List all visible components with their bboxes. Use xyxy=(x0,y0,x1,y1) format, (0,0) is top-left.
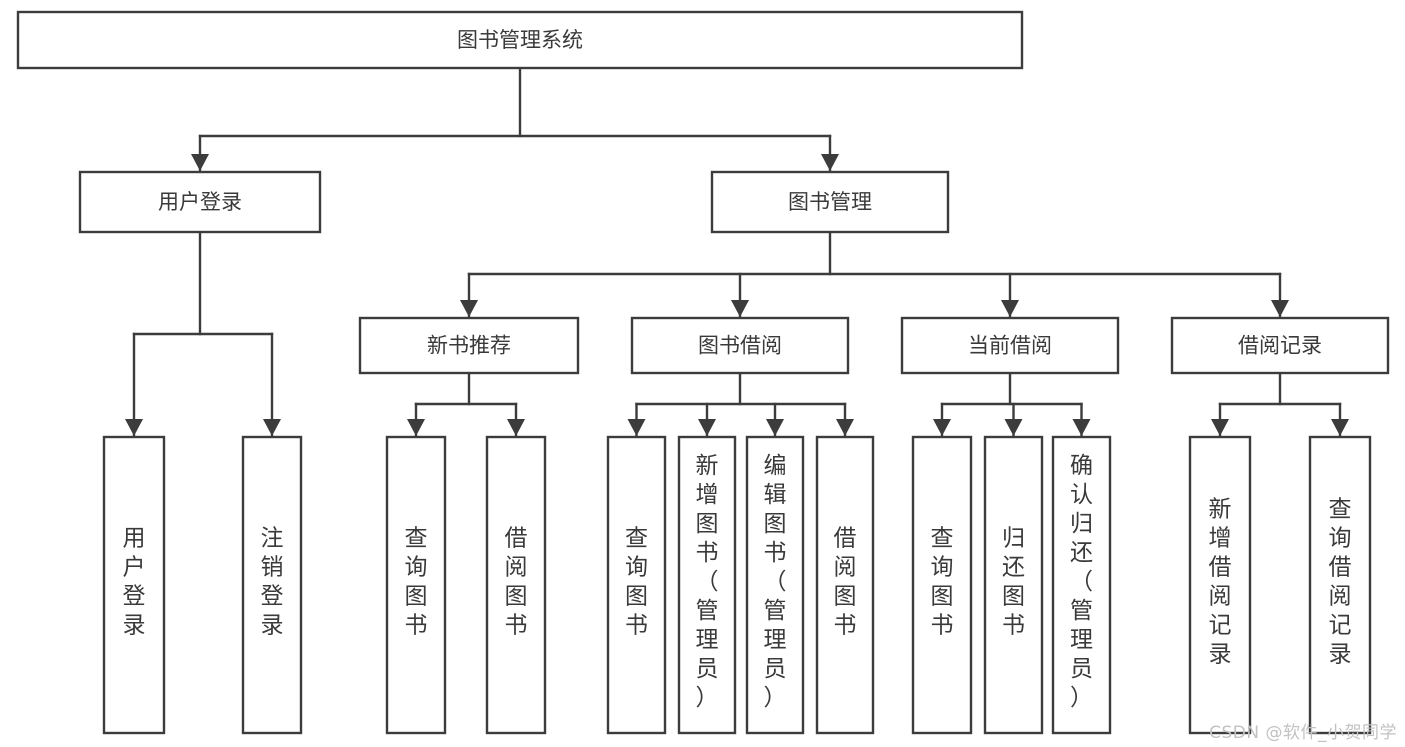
node-label: 查询图书 xyxy=(625,526,648,639)
node-leaf-user-login[interactable]: 用户登录 xyxy=(102,435,166,735)
node-box xyxy=(241,435,303,735)
connector-arrow-icon xyxy=(1211,419,1229,436)
node-box xyxy=(102,435,166,735)
node-label: 图书借阅 xyxy=(698,334,782,358)
node-box xyxy=(485,435,547,735)
node-box xyxy=(606,435,667,735)
node-box xyxy=(78,170,322,234)
connector-arrow-icon xyxy=(407,419,425,436)
node-leaf-borrow-book-1[interactable]: 借阅图书 xyxy=(485,435,547,735)
node-root[interactable]: 图书管理系统 xyxy=(16,10,1024,70)
node-leaf-logout[interactable]: 注销登录 xyxy=(241,435,303,735)
node-box xyxy=(911,435,973,735)
node-label: 借阅记录 xyxy=(1238,334,1322,358)
node-box xyxy=(983,435,1044,735)
node-box xyxy=(900,316,1120,375)
node-label: 借阅图书 xyxy=(505,526,528,639)
node-label: 查询图书 xyxy=(405,526,428,639)
node-label: 新书推荐 xyxy=(427,334,511,358)
node-label: 新增借阅记录 xyxy=(1209,497,1232,668)
node-leaf-add-book[interactable]: 新增图书（管理员） xyxy=(677,435,737,735)
connector-arrow-icon xyxy=(1271,300,1289,317)
node-login[interactable]: 用户登录 xyxy=(78,170,322,234)
node-records[interactable]: 借阅记录 xyxy=(1170,316,1390,375)
connector-arrow-icon xyxy=(507,419,525,436)
node-leaf-borrow-book-2[interactable]: 借阅图书 xyxy=(815,435,875,735)
connector-arrow-icon xyxy=(263,419,281,436)
node-label: 注销登录 xyxy=(261,526,284,639)
connector-arrow-icon xyxy=(933,419,951,436)
connector-arrow-icon xyxy=(627,419,646,436)
node-label: 用户登录 xyxy=(123,526,146,639)
connector-arrow-icon xyxy=(698,419,716,436)
node-label: 图书管理系统 xyxy=(457,28,583,52)
node-leaf-add-record[interactable]: 新增借阅记录 xyxy=(1188,435,1252,735)
node-box xyxy=(358,316,580,375)
node-box xyxy=(677,435,737,735)
node-bookmgmt[interactable]: 图书管理 xyxy=(710,170,950,234)
node-current[interactable]: 当前借阅 xyxy=(900,316,1120,375)
node-label: 查询图书 xyxy=(931,526,954,639)
node-box xyxy=(1170,316,1390,375)
connector-arrow-icon xyxy=(1072,419,1091,436)
node-leaf-query-record[interactable]: 查询借阅记录 xyxy=(1308,435,1372,735)
connector-arrow-icon xyxy=(1001,300,1019,317)
node-leaf-query-book-1[interactable]: 查询图书 xyxy=(385,435,447,735)
node-label: 当前借阅 xyxy=(968,334,1052,358)
node-borrow[interactable]: 图书借阅 xyxy=(630,316,850,375)
node-box xyxy=(815,435,875,735)
connector-arrow-icon xyxy=(821,154,839,171)
node-leaf-query-book-3[interactable]: 查询图书 xyxy=(911,435,973,735)
node-box xyxy=(385,435,447,735)
connector-arrow-icon xyxy=(731,300,749,317)
node-label: 借阅图书 xyxy=(834,526,857,639)
node-label: 新增图书（管理员） xyxy=(696,453,719,711)
node-box xyxy=(745,435,805,735)
node-label: 编辑图书（管理员） xyxy=(764,453,787,711)
node-box xyxy=(1051,435,1112,735)
connector-arrow-icon xyxy=(836,419,854,436)
connector-arrow-icon xyxy=(1004,419,1023,436)
watermark-csdn: CSDN @软件_小贺同学 xyxy=(1209,723,1397,743)
node-box xyxy=(1308,435,1372,735)
node-leaf-edit-book[interactable]: 编辑图书（管理员） xyxy=(745,435,805,735)
node-leaf-query-book-2[interactable]: 查询图书 xyxy=(606,435,667,735)
node-label: 查询借阅记录 xyxy=(1329,497,1352,668)
node-box xyxy=(16,10,1024,70)
node-label: 确认归还（管理员） xyxy=(1070,453,1093,711)
connector-arrow-icon xyxy=(1331,419,1349,436)
connector-arrow-icon xyxy=(766,419,784,436)
node-newbook[interactable]: 新书推荐 xyxy=(358,316,580,375)
connector-arrow-icon xyxy=(460,300,478,317)
connector-arrow-icon xyxy=(191,154,209,171)
node-leaf-return-book[interactable]: 归还图书 xyxy=(983,435,1044,735)
node-box xyxy=(710,170,950,234)
connector-arrow-icon xyxy=(125,419,143,436)
node-label: 用户登录 xyxy=(158,190,242,214)
node-label: 图书管理 xyxy=(788,190,872,214)
node-box xyxy=(630,316,850,375)
node-label: 归还图书 xyxy=(1002,526,1025,639)
node-leaf-confirm-return[interactable]: 确认归还（管理员） xyxy=(1051,435,1112,735)
node-box xyxy=(1188,435,1252,735)
